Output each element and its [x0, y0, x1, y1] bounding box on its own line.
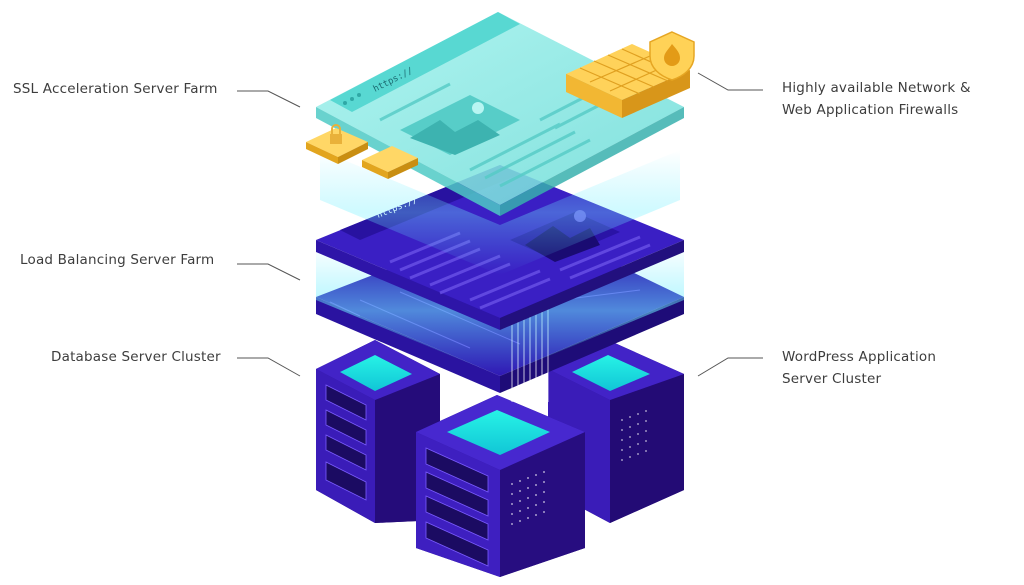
server-front: [416, 395, 585, 577]
